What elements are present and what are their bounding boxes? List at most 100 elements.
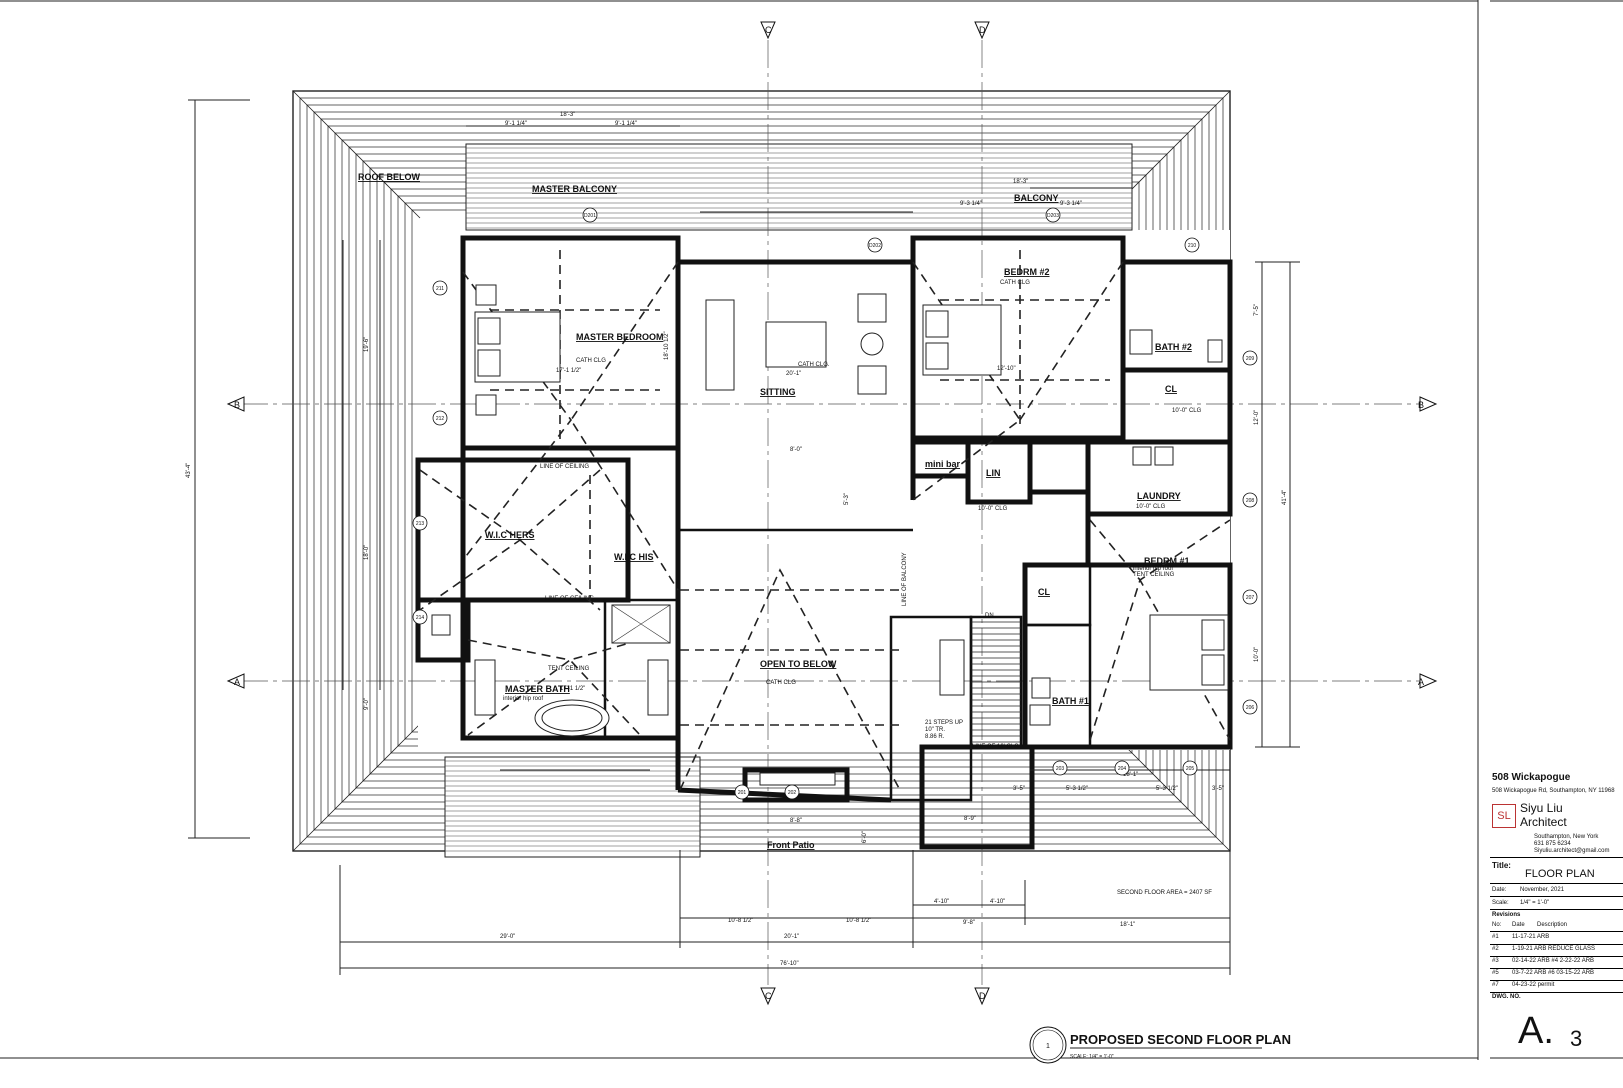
label-master-balcony: MASTER BALCONY xyxy=(532,184,617,194)
svg-text:5'-3 1/2": 5'-3 1/2" xyxy=(1066,786,1088,792)
svg-text:20'-1": 20'-1" xyxy=(784,934,799,940)
svg-text:210: 210 xyxy=(1188,243,1197,249)
svg-text:10'-0" CLG: 10'-0" CLG xyxy=(1136,504,1166,510)
window-tag: 210 xyxy=(1184,237,1200,253)
svg-text:17'-1 1/2": 17'-1 1/2" xyxy=(560,686,585,692)
fixtures xyxy=(431,284,1229,786)
svg-text:D203: D203 xyxy=(1047,213,1059,219)
svg-text:76'-10": 76'-10" xyxy=(780,961,799,967)
room-labels: MASTER BALCONY BALCONY ROOF BELOW MASTER… xyxy=(358,172,1212,896)
area-note: SECOND FLOOR AREA = 2407 SF xyxy=(1117,890,1212,896)
window-tag: 207 xyxy=(1242,589,1258,605)
svg-text:43'-4": 43'-4" xyxy=(186,463,192,478)
label-roof-below: ROOF BELOW xyxy=(358,172,420,182)
svg-text:20'-1": 20'-1" xyxy=(786,371,801,377)
svg-text:DN: DN xyxy=(985,613,994,619)
window-tag: 214 xyxy=(412,609,428,625)
project-address: 508 Wickapogue Rd, Southampton, NY 11968 xyxy=(1492,788,1615,794)
scale-label: Scale: xyxy=(1492,900,1509,906)
revision-text: 03-7-22 ARB #6 03-15-22 ARB xyxy=(1512,970,1595,976)
svg-text:207: 207 xyxy=(1246,595,1255,601)
section-d-bottom: D xyxy=(979,991,986,1001)
svg-text:10'-8 1/2": 10'-8 1/2" xyxy=(728,918,753,924)
ceiling-lines xyxy=(419,250,1231,791)
svg-text:9'-1 1/4": 9'-1 1/4" xyxy=(615,121,637,127)
svg-text:201: 201 xyxy=(738,790,747,796)
svg-text:10'-8 1/2": 10'-8 1/2" xyxy=(846,918,871,924)
svg-text:7'-5": 7'-5" xyxy=(1254,304,1260,316)
revision-text: 02-14-22 ARB #4 2-22-22 ARB xyxy=(1512,958,1595,964)
revision-number: #5 xyxy=(1492,970,1499,976)
svg-text:8.86 R.: 8.86 R. xyxy=(925,734,945,740)
label-cl-2: CL xyxy=(1038,587,1050,597)
label-open-to-below: OPEN TO BELOW xyxy=(760,659,837,669)
label-laundry: LAUNDRY xyxy=(1137,491,1181,501)
svg-text:41'-4": 41'-4" xyxy=(1282,490,1288,505)
dwg-no-sub: 3 xyxy=(1570,1026,1583,1051)
svg-text:10'-0" CLG: 10'-0" CLG xyxy=(1172,408,1202,414)
dwg-no-label: DWG. NO. xyxy=(1492,994,1521,1000)
svg-text:LINE OF CEILING: LINE OF CEILING xyxy=(540,464,589,470)
window-tag: D202 xyxy=(867,237,883,253)
svg-text:D202: D202 xyxy=(869,243,881,249)
window-tag: 211 xyxy=(432,280,448,296)
label-mini-bar: mini bar xyxy=(925,459,961,469)
svg-text:12'-10": 12'-10" xyxy=(997,366,1016,372)
section-markers: C D C D B B A A xyxy=(226,21,1438,1006)
caption-scale: SCALE: 1/4" = 1'-0" xyxy=(1070,1054,1114,1060)
title-value: FLOOR PLAN xyxy=(1525,868,1595,880)
svg-text:5'-3": 5'-3" xyxy=(844,493,850,505)
label-bedrm-1: BEDRM #1 xyxy=(1144,556,1190,566)
section-c-top: C xyxy=(765,25,772,35)
section-c-bottom: C xyxy=(765,991,772,1001)
svg-text:CATH CLG: CATH CLG xyxy=(766,680,796,686)
svg-text:204: 204 xyxy=(1118,766,1127,772)
window-tag: D201 xyxy=(582,207,598,223)
svg-text:29'-0": 29'-0" xyxy=(500,934,515,940)
svg-text:18'-0": 18'-0" xyxy=(364,545,370,560)
svg-text:10'-0": 10'-0" xyxy=(1254,647,1260,662)
rev-header-no: No: xyxy=(1492,922,1502,928)
svg-text:interior hip roof: interior hip roof xyxy=(1133,566,1173,572)
svg-text:17'-1 1/2": 17'-1 1/2" xyxy=(556,368,581,374)
window-tag: 201 xyxy=(734,784,750,800)
project-name: 508 Wickapogue xyxy=(1492,772,1571,783)
window-tag: 202 xyxy=(784,784,800,800)
dimension-lines xyxy=(188,99,1300,975)
svg-text:9'-0": 9'-0" xyxy=(364,698,370,710)
svg-text:CATH CLG: CATH CLG xyxy=(1000,280,1030,286)
window-tag: 209 xyxy=(1242,350,1258,366)
svg-text:8'-9": 8'-9" xyxy=(964,816,976,822)
window-tag: 208 xyxy=(1242,492,1258,508)
label-master-bedroom: MASTER BEDROOM xyxy=(576,332,664,342)
svg-text:21 STEPS UP: 21 STEPS UP xyxy=(925,720,963,726)
window-tag: 213 xyxy=(412,515,428,531)
label-bedrm-2: BEDRM #2 xyxy=(1004,267,1050,277)
window-tag: 212 xyxy=(432,410,448,426)
window-tag: D203 xyxy=(1045,207,1061,223)
svg-text:9'-1 1/4": 9'-1 1/4" xyxy=(505,121,527,127)
label-bath-1: BATH #1 xyxy=(1052,696,1089,706)
svg-text:CATH CLG.: CATH CLG. xyxy=(798,362,830,368)
svg-text:208: 208 xyxy=(1246,498,1255,504)
label-cl-1: CL xyxy=(1165,384,1177,394)
revision-number: #1 xyxy=(1492,934,1499,940)
svg-text:8'-0": 8'-0" xyxy=(790,447,802,453)
svg-text:TENT CEILING: TENT CEILING xyxy=(1133,572,1175,578)
svg-text:LINE OF CEILING: LINE OF CEILING xyxy=(545,596,594,602)
date-value: November, 2021 xyxy=(1520,887,1565,893)
rev-header-date: Date xyxy=(1512,922,1525,928)
svg-text:interior hip roof: interior hip roof xyxy=(503,696,543,702)
svg-text:19'-6": 19'-6" xyxy=(364,337,370,352)
revision-number: #7 xyxy=(1492,982,1499,988)
svg-text:9'-3 1/4": 9'-3 1/4" xyxy=(1060,201,1082,207)
svg-text:3'-5": 3'-5" xyxy=(1013,786,1025,792)
svg-text:D201: D201 xyxy=(584,213,596,219)
label-balcony: BALCONY xyxy=(1014,193,1059,203)
revisions-label: Revisions xyxy=(1492,912,1521,918)
label-wic-his: W.I.C HIS xyxy=(614,552,654,562)
svg-text:206: 206 xyxy=(1246,705,1255,711)
dimension-labels: 18'-3" 9'-1 1/4" 9'-1 1/4" 18'-3" 9'-3 1… xyxy=(186,112,1288,967)
